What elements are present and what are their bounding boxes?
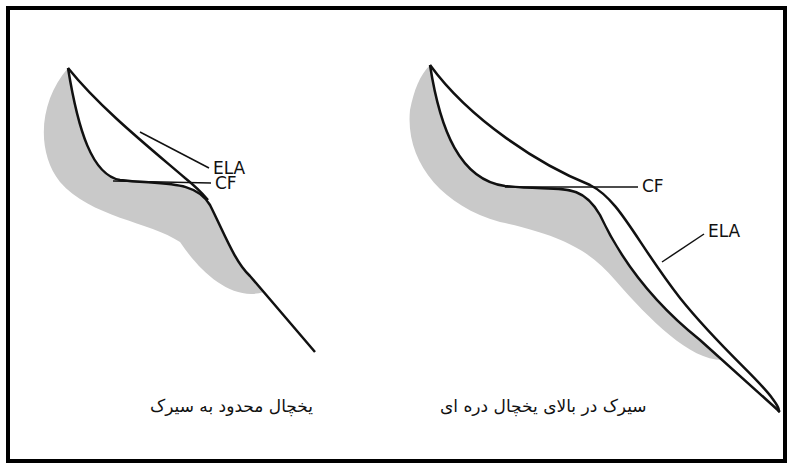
cf-label: CF	[215, 173, 237, 193]
ela-label: ELA	[708, 221, 740, 241]
ice-surface	[68, 68, 208, 200]
bedrock-shading	[410, 65, 722, 360]
cf-label: CF	[642, 176, 664, 196]
panel-caption: سیرک در بالای یخچال دره ای	[440, 396, 647, 416]
frame	[8, 8, 785, 461]
leader-line	[662, 234, 704, 262]
leader-line	[505, 186, 638, 188]
panel-caption: یخچال محدود به سیرک	[150, 396, 313, 416]
leader-line	[113, 181, 211, 183]
ice-surface	[430, 65, 779, 412]
glacier-bed	[430, 65, 780, 412]
leader-line	[140, 132, 209, 168]
bedrock-shading	[44, 68, 264, 294]
glacier-bed	[68, 68, 315, 352]
